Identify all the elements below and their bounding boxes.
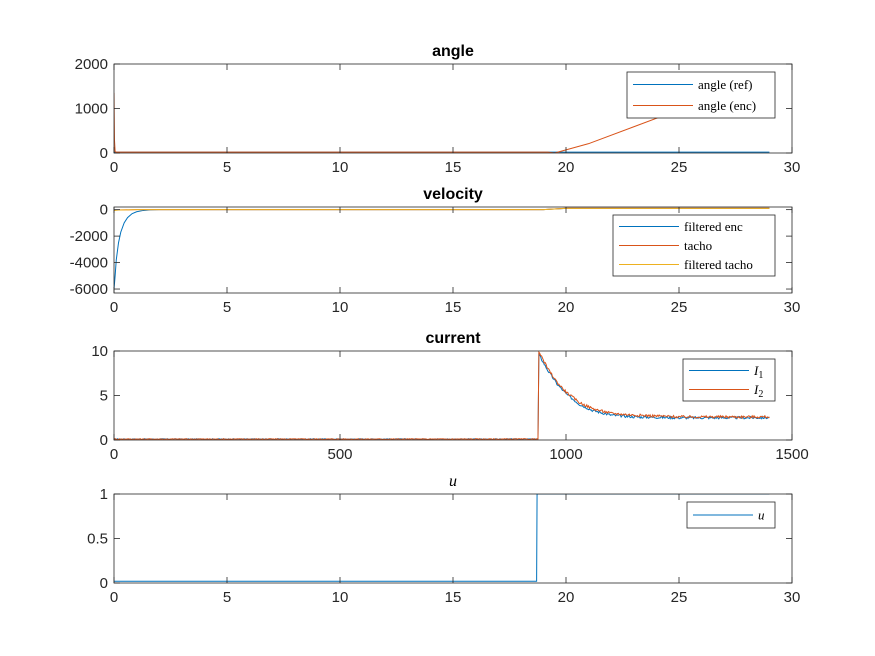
- y-tick-label: -6000: [70, 281, 108, 298]
- legend-label: angle (enc): [698, 98, 756, 113]
- plot-area: [114, 494, 792, 583]
- legend-box: [682, 358, 776, 402]
- legend-label: u: [758, 508, 765, 523]
- x-tick-label: 0: [110, 589, 118, 606]
- series-line-1: [114, 494, 770, 582]
- x-tick-label: 20: [558, 299, 575, 316]
- y-tick-label: 0: [100, 145, 108, 162]
- x-tick-label: 0: [110, 299, 118, 316]
- x-tick-label: 5: [223, 299, 231, 316]
- y-tick-label: 0: [100, 432, 108, 449]
- x-tick-label: 30: [784, 299, 801, 316]
- legend-label: I2: [753, 382, 763, 400]
- y-tick-label: 10: [91, 343, 108, 360]
- y-tick-label: 0: [100, 575, 108, 592]
- x-tick-label: 15: [445, 159, 462, 176]
- x-tick-label: 15: [445, 589, 462, 606]
- x-tick-label: 10: [332, 299, 349, 316]
- legend: angle (ref) angle (enc): [626, 71, 776, 119]
- legend: u: [686, 501, 776, 529]
- legend-label: angle (ref): [698, 77, 753, 92]
- x-tick-label: 5: [223, 589, 231, 606]
- chart-title: velocity: [423, 186, 483, 203]
- legend-box: [626, 71, 776, 119]
- legend-label: I1: [753, 363, 763, 381]
- series-line-2: [114, 351, 770, 440]
- legend-label: filtered tacho: [684, 257, 753, 272]
- y-tick-label: 0: [100, 202, 108, 219]
- x-tick-label: 15: [445, 299, 462, 316]
- x-tick-label: 25: [671, 159, 688, 176]
- x-tick-label: 20: [558, 589, 575, 606]
- x-tick-label: 25: [671, 299, 688, 316]
- x-tick-label: 500: [327, 446, 352, 463]
- x-tick-label: 30: [784, 159, 801, 176]
- legend-label: tacho: [684, 238, 712, 253]
- x-tick-label: 10: [332, 589, 349, 606]
- x-tick-label: 1000: [549, 446, 582, 463]
- y-tick-label: 1: [100, 486, 108, 503]
- x-tick-label: 5: [223, 159, 231, 176]
- x-tick-label: 20: [558, 159, 575, 176]
- y-tick-label: -4000: [70, 255, 108, 272]
- y-tick-label: 5: [100, 388, 108, 405]
- x-tick-label: 0: [110, 159, 118, 176]
- chart-title: current: [425, 330, 481, 347]
- y-tick-label: 1000: [75, 101, 108, 118]
- x-tick-label: 1500: [775, 446, 808, 463]
- plot-area: [114, 351, 792, 440]
- x-tick-label: 25: [671, 589, 688, 606]
- subplot-2: 0 5 10 15 20 25 30 -6000 -4000 -2000 0 velocity filt…: [70, 186, 801, 316]
- x-tick-label: 10: [332, 159, 349, 176]
- chart-title: angle: [432, 43, 474, 60]
- x-tick-label: 30: [784, 589, 801, 606]
- legend-label: filtered enc: [684, 219, 743, 234]
- y-tick-label: 2000: [75, 56, 108, 73]
- x-tick-label: 0: [110, 446, 118, 463]
- y-tick-label: -2000: [70, 228, 108, 245]
- subplot-4: 0 5 10 15 20 25 30 0 0.5 1 u u: [87, 473, 800, 606]
- legend: filtered enc tacho filtered tacho: [612, 214, 776, 277]
- chart-title: u: [449, 473, 457, 490]
- y-tick-label: 0.5: [87, 531, 108, 548]
